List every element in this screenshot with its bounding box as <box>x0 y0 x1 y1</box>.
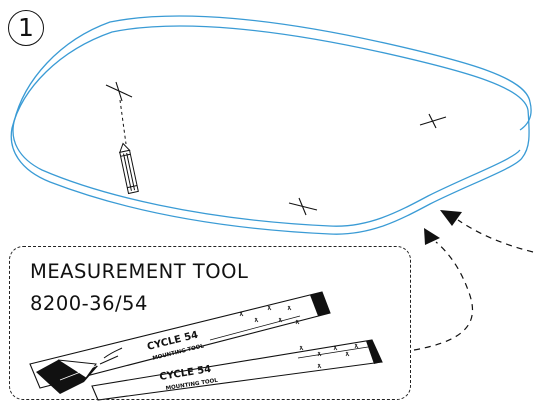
step-number-badge: 1 <box>8 10 44 46</box>
pencil-guide-line <box>119 99 127 145</box>
placement-arrow-left <box>413 228 474 351</box>
surface-outline <box>10 15 532 235</box>
surface-outline-bottom <box>10 109 530 235</box>
tool-title: MEASUREMENT TOOL <box>30 260 249 283</box>
cross-mark-icon <box>419 113 447 129</box>
surface-outline-side <box>12 121 521 227</box>
tool-callout-box <box>9 246 411 400</box>
tool-folded-tab <box>36 347 123 394</box>
tool-part-number: 8200-36/54 <box>30 292 148 315</box>
card-scale-marks <box>209 305 301 341</box>
placement-arrow-right <box>440 210 534 253</box>
cross-mark-icon <box>105 81 133 102</box>
cross-mark-icon <box>288 197 318 216</box>
pencil-icon <box>119 142 139 195</box>
surface-outline-rim <box>11 25 529 129</box>
measurement-tool-card-upper: CYCLE 54 MOUNTING TOOL <box>29 291 331 389</box>
card-scale-marks <box>297 343 369 369</box>
surface-outline-top <box>13 15 532 131</box>
